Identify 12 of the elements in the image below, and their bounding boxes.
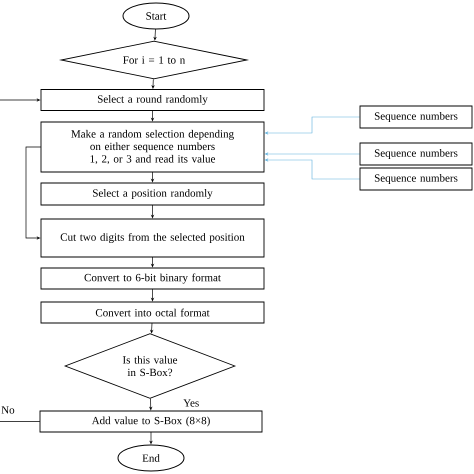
process-box: Select a round randomly — [40, 89, 264, 111]
terminal-oval: Start — [122, 2, 190, 30]
process-box: Cut two digits from the selected position — [40, 218, 264, 258]
process-box: Add value to S-Box (8×8) — [40, 410, 262, 432]
terminal-oval: End — [118, 444, 184, 472]
process-box: Sequence numbers — [360, 106, 472, 128]
process-box: Sequence numbers — [360, 168, 472, 190]
process-box: Select a position randomly — [40, 182, 264, 206]
process-box: Convert into octal format — [40, 302, 264, 324]
process-box: Convert to 6-bit binary format — [40, 268, 264, 290]
process-box: Sequence numbers — [360, 142, 472, 166]
process-box: Make a random selection depending on either sequence numbers 1, 2, or 3 and read its value — [40, 122, 264, 172]
